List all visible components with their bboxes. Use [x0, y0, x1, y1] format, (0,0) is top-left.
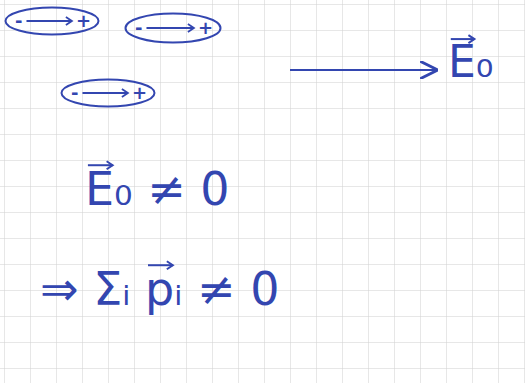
handwritten-formula: ⇒ Σᵢ pᵢ ≠ 0	[40, 262, 280, 316]
charge-sign: -	[71, 84, 78, 102]
charge-sign: +	[132, 84, 147, 102]
dipole-arrow-head	[188, 24, 194, 32]
dipole-arrow-shaft	[26, 20, 71, 22]
charge-sign: -	[135, 19, 142, 37]
handwritten-formula: E₀ ≠ 0	[85, 162, 230, 216]
dipole-ellipse: -+	[60, 78, 156, 108]
dipole-arrow-head	[66, 17, 72, 25]
charge-sign: +	[198, 19, 213, 37]
field-arrow	[290, 69, 436, 71]
handwritten-formula: E₀	[448, 36, 493, 87]
charge-sign: +	[76, 12, 91, 30]
dipole-arrow-head	[122, 89, 128, 97]
ellipse	[62, 80, 155, 107]
dipole-arrow-shaft	[82, 92, 127, 94]
dipole-ellipse: -+	[4, 6, 100, 36]
ellipse	[6, 8, 99, 35]
charge-sign: -	[15, 12, 22, 30]
dipole-arrow-shaft	[146, 27, 193, 29]
dipole-ellipse: -+	[124, 12, 222, 44]
ellipse	[126, 14, 221, 43]
